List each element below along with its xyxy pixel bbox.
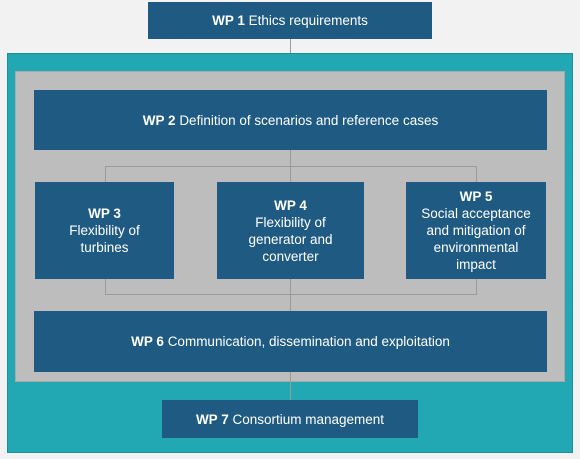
wp3-line-1: Flexibility of bbox=[69, 223, 140, 238]
wp5-box: WP 5 Social acceptance and mitigation of… bbox=[406, 182, 546, 279]
wp6-number: WP 6 bbox=[131, 334, 164, 349]
wp6-label: WP 6 Communication, dissemination and ex… bbox=[131, 333, 450, 350]
connector-wp2-down bbox=[290, 150, 291, 167]
connector-wp1-to-panel bbox=[290, 39, 291, 53]
connector-wp5-bottom bbox=[476, 279, 477, 295]
wp2-box: WP 2 Definition of scenarios and referen… bbox=[34, 90, 547, 150]
wp6-title: Communication, dissemination and exploit… bbox=[167, 334, 450, 349]
connector-wp6-to-wp7 bbox=[290, 372, 291, 400]
wp1-title: Ethics requirements bbox=[248, 13, 368, 28]
wp2-number: WP 2 bbox=[142, 112, 176, 128]
wp5-line-2: and mitigation of bbox=[426, 223, 526, 238]
connector-wp3-bottom bbox=[105, 279, 106, 295]
wp5-number: WP 5 bbox=[459, 189, 493, 204]
wp2-title: Definition of scenarios and reference ca… bbox=[179, 112, 439, 128]
wp3-box: WP 3 Flexibility of turbines bbox=[35, 182, 174, 279]
wp3-number: WP 3 bbox=[88, 206, 121, 221]
connector-wp4-top bbox=[290, 166, 291, 182]
wp5-line-1: Social acceptance bbox=[421, 206, 531, 221]
connector-wp5-top bbox=[476, 166, 477, 182]
wp4-line-1: Flexibility of bbox=[255, 214, 326, 230]
wp4-number: WP 4 bbox=[274, 197, 307, 213]
wp7-box: WP 7 Consortium management bbox=[162, 400, 418, 438]
wp1-label: WP 1 Ethics requirements bbox=[212, 12, 368, 29]
wp5-line-4: impact bbox=[456, 257, 496, 272]
connector-wp4-bottom bbox=[290, 279, 291, 311]
wp1-box: WP 1 Ethics requirements bbox=[148, 2, 432, 39]
wp4-box: WP 4 Flexibility of generator and conver… bbox=[217, 182, 364, 279]
wp3-line-2: turbines bbox=[80, 240, 129, 255]
wp7-title: Consortium management bbox=[232, 411, 385, 427]
wp6-box: WP 6 Communication, dissemination and ex… bbox=[34, 311, 547, 372]
connector-bottom-bar bbox=[105, 294, 477, 295]
connector-top-bar bbox=[105, 166, 477, 167]
wp7-number: WP 7 bbox=[195, 411, 229, 427]
wp1-number: WP 1 bbox=[212, 13, 245, 28]
connector-wp3-top bbox=[105, 166, 106, 182]
wp2-label: WP 2 Definition of scenarios and referen… bbox=[143, 112, 438, 129]
wp5-line-3: environmental bbox=[433, 240, 519, 255]
wp4-line-3: converter bbox=[262, 248, 319, 264]
wp4-line-2: generator and bbox=[248, 231, 333, 247]
wp7-label: WP 7 Consortium management bbox=[196, 411, 384, 428]
